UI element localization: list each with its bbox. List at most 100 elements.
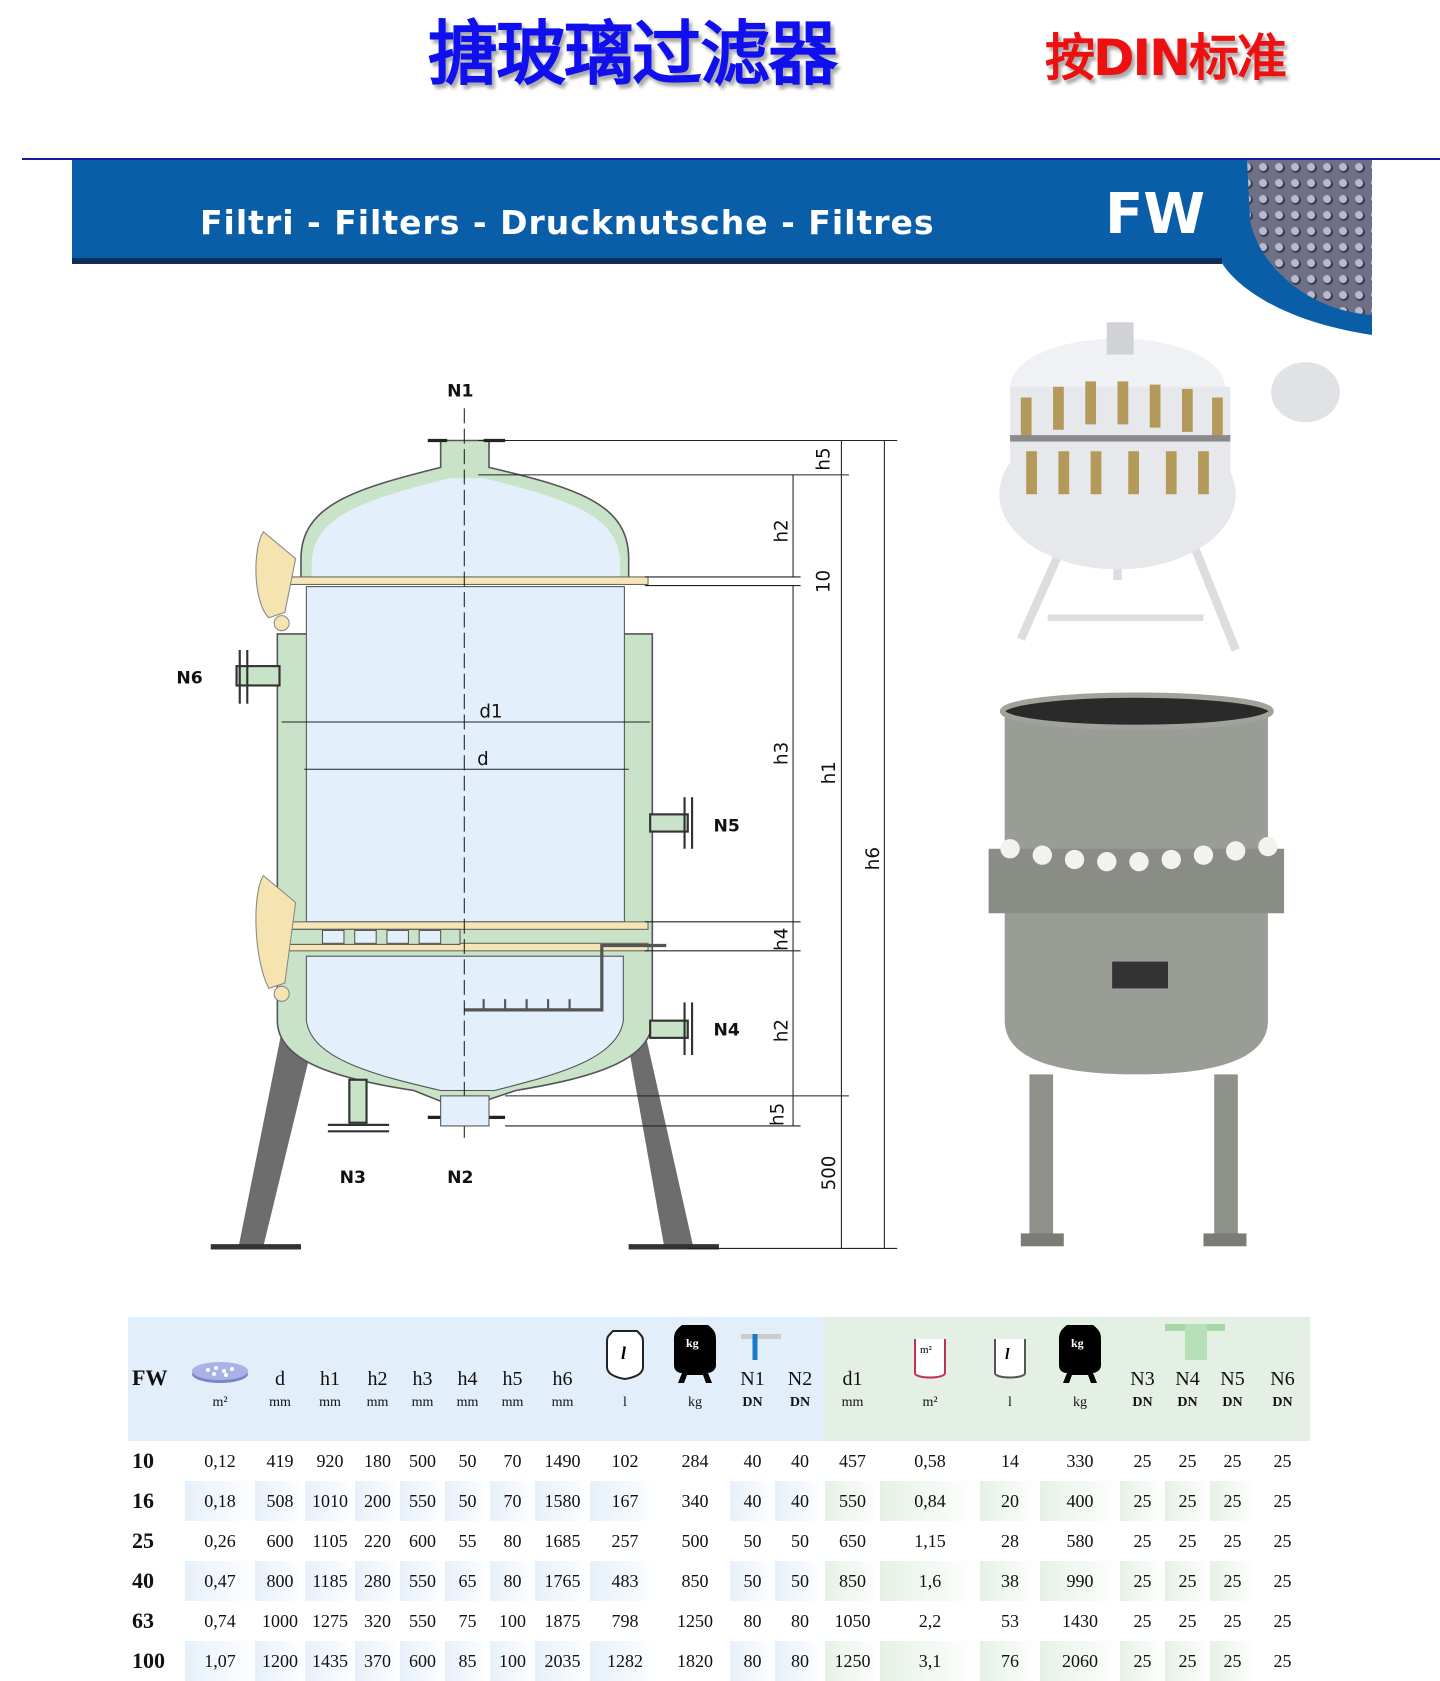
nozzle-label-n6: N6 [176, 668, 202, 688]
value-cell: 600 [409, 1530, 436, 1551]
unit-cell: m² [880, 1391, 980, 1441]
value-cell: 550 [400, 1481, 445, 1521]
col-header-n6: N6 [1255, 1317, 1310, 1391]
filter-drawing: N1 N2 N3 N4 N5 N6 d1 d h5 h2 10 h3 h1 h6… [176, 322, 1340, 1250]
value-cell: 320 [364, 1610, 391, 1631]
nozzle-icon [740, 1334, 821, 1360]
value-cell: 1185 [305, 1561, 355, 1601]
vessel [235, 408, 694, 1139]
value-cell: 40 [775, 1481, 825, 1521]
value-cell: 25 [1133, 1450, 1152, 1471]
value-cell: 850 [825, 1561, 880, 1601]
value-cell: 65 [445, 1561, 490, 1601]
value-cell: 25 [1178, 1530, 1197, 1551]
svg-text:l: l [1005, 1346, 1010, 1363]
unit-cell: mm [255, 1391, 305, 1441]
nozzle-label-n5: N5 [714, 817, 740, 837]
col-header-n3: N3 [1120, 1317, 1165, 1391]
unit-cell: DN [1165, 1391, 1210, 1441]
value-cell: 1282 [590, 1641, 660, 1681]
value-cell: 28 [1001, 1530, 1019, 1551]
value-cell: 25 [1223, 1530, 1242, 1551]
value-cell: 25 [1165, 1641, 1210, 1681]
svg-text:kg: kg [686, 1336, 699, 1350]
value-cell: 50 [458, 1450, 477, 1471]
jacket-volume-icon: l [980, 1317, 1040, 1391]
value-cell: 550 [825, 1481, 880, 1521]
filter-plate-icon [185, 1317, 255, 1391]
unit-cell: mm [825, 1391, 880, 1441]
value-cell: 25 [1165, 1481, 1210, 1521]
col-header-h3: h3 [400, 1317, 445, 1391]
nozzle-flanges [235, 650, 694, 1133]
value-cell: 920 [316, 1450, 344, 1471]
value-cell: 25 [1273, 1450, 1292, 1471]
value-cell: 650 [839, 1530, 866, 1551]
value-cell: 508 [255, 1481, 305, 1521]
value-cell: 850 [681, 1570, 709, 1591]
value-cell: 25 [1120, 1481, 1165, 1521]
svg-text:m²: m² [920, 1344, 933, 1356]
value-cell: 25 [1210, 1641, 1255, 1681]
col-header-h5: h5 [490, 1317, 535, 1391]
dim-h2-top: h2 [772, 519, 793, 542]
unit-cell: DN [1210, 1391, 1255, 1441]
value-cell: 25 [1133, 1610, 1152, 1631]
jacket-weight-icon: kg [1040, 1317, 1120, 1391]
value-cell: 102 [611, 1450, 639, 1471]
value-cell: 0,84 [880, 1481, 980, 1521]
unit-cell: DN [730, 1391, 775, 1441]
value-cell: 25 [1178, 1450, 1197, 1471]
unit-cell: m² [185, 1391, 255, 1441]
value-cell: 1250 [825, 1641, 880, 1681]
value-cell: 550 [409, 1610, 436, 1631]
value-cell: 70 [490, 1481, 535, 1521]
dim-h6: h6 [863, 847, 884, 870]
dim-d1: d1 [479, 702, 502, 723]
divider [22, 158, 1440, 160]
model-cell: 40 [132, 1568, 154, 1593]
nozzle-label-n2: N2 [447, 1168, 473, 1188]
value-cell: 0,12 [204, 1450, 236, 1471]
value-cell: 76 [980, 1641, 1040, 1681]
col-header-h6: h6 [535, 1317, 590, 1391]
weight-icon: kg [660, 1317, 730, 1391]
value-cell: 75 [458, 1610, 477, 1631]
value-cell: 280 [355, 1561, 400, 1601]
value-cell: 340 [681, 1490, 709, 1511]
value-cell: 1435 [305, 1641, 355, 1681]
col-header-h4: h4 [445, 1317, 490, 1391]
value-cell: 0,47 [185, 1561, 255, 1601]
value-cell: 25 [1120, 1561, 1165, 1601]
value-cell: 284 [681, 1450, 709, 1471]
value-cell: 1430 [1062, 1610, 1098, 1631]
value-cell: 220 [364, 1530, 391, 1551]
value-cell: 330 [1066, 1450, 1094, 1471]
value-cell: 400 [1040, 1481, 1120, 1521]
value-cell: 1275 [312, 1610, 348, 1631]
value-cell: 50 [775, 1561, 825, 1601]
value-cell: 25 [1165, 1561, 1210, 1601]
value-cell: 100 [490, 1641, 535, 1681]
value-cell: 257 [611, 1530, 639, 1551]
value-cell: 990 [1040, 1561, 1120, 1601]
value-cell: 40 [791, 1450, 809, 1471]
value-cell: 40 [730, 1481, 775, 1521]
unit-cell: mm [305, 1391, 355, 1441]
value-cell: 800 [255, 1561, 305, 1601]
value-cell: 200 [355, 1481, 400, 1521]
value-cell: 0,74 [204, 1610, 236, 1631]
value-cell: 550 [400, 1561, 445, 1601]
value-cell: 55 [458, 1530, 477, 1551]
value-cell: 80 [791, 1610, 809, 1631]
value-cell: 2035 [535, 1641, 590, 1681]
col-header-d: d [255, 1317, 305, 1391]
value-cell: 1105 [312, 1530, 348, 1551]
value-cell: 419 [266, 1450, 294, 1471]
value-cell: 500 [409, 1450, 436, 1471]
volume-icon: l [590, 1317, 660, 1391]
unit-cell: mm [355, 1391, 400, 1441]
unit-cell [128, 1391, 185, 1441]
